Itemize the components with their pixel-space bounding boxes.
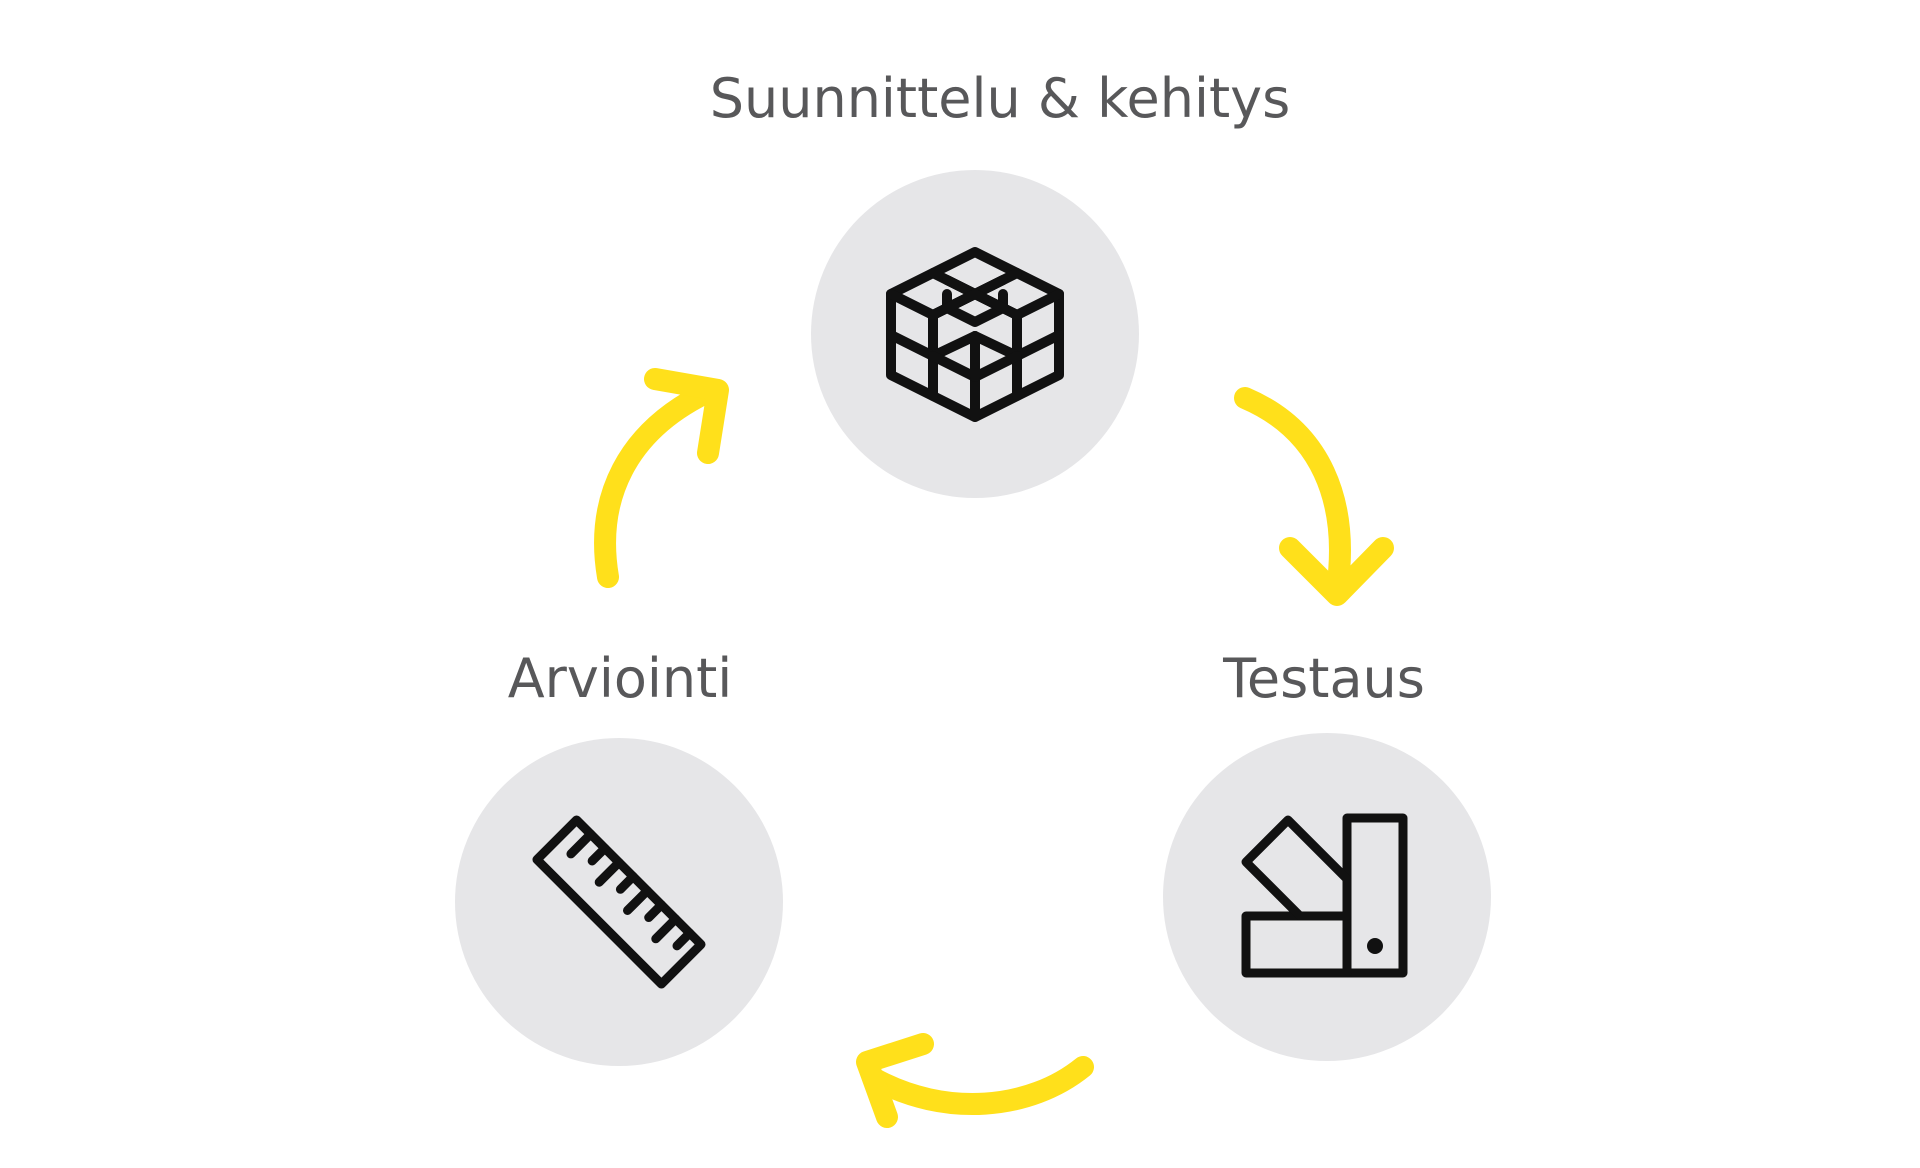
arrow-to-right-stage (1234, 387, 1394, 606)
arrow-to-top-stage (594, 368, 729, 588)
color-swatch-icon (1241, 813, 1408, 978)
cubes-icon (886, 247, 1064, 422)
stage-circle-testing (1163, 733, 1491, 1061)
stage-circle-evaluation (455, 738, 783, 1066)
stage-circle-design (811, 170, 1139, 498)
stage-label-evaluation: Arviointi (507, 647, 733, 710)
stage-label-testing: Testaus (1223, 647, 1425, 710)
ruler-icon (532, 815, 706, 989)
stage-label-design: Suunnittelu & kehitys (709, 67, 1291, 130)
arrow-to-left-stage (856, 1033, 1094, 1128)
